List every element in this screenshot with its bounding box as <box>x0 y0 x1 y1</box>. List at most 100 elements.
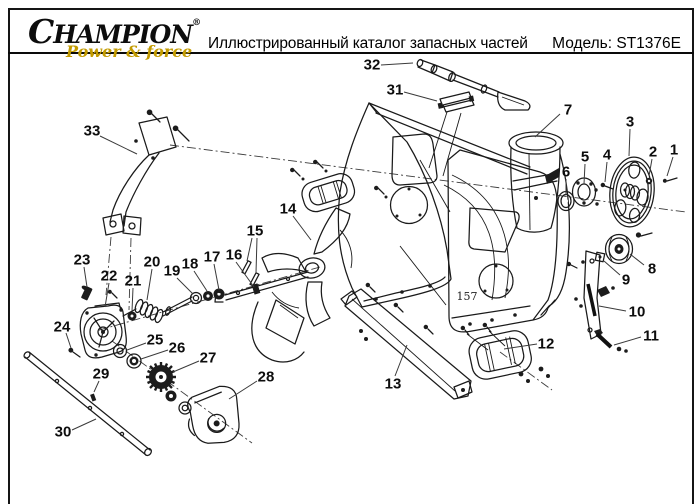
callout-13: 13 <box>385 376 402 393</box>
center-axes <box>95 144 687 444</box>
callout-23: 23 <box>74 252 91 269</box>
callout-14: 14 <box>280 201 297 218</box>
callout-27: 27 <box>200 350 217 367</box>
auger-shaft-parts <box>127 260 309 324</box>
callout-32: 32 <box>364 57 381 74</box>
bolt-1 <box>662 177 678 183</box>
callouts: 1234567891011121314151617181920212223242… <box>54 57 679 441</box>
bearing-flange-5 <box>571 177 599 207</box>
callout-24-leader <box>65 332 72 349</box>
callout-17-leader <box>213 263 220 291</box>
callout-5: 5 <box>581 149 589 166</box>
callout-15-leader <box>246 237 253 262</box>
bolt-4 <box>600 182 614 190</box>
registered-mark: ® <box>192 18 202 28</box>
callout-8-leader <box>629 253 645 266</box>
washer-2 <box>645 177 653 185</box>
callout-10-leader <box>598 305 627 312</box>
logo-initial: C <box>28 12 54 51</box>
bearing-housing-28 <box>187 385 240 444</box>
callout-25-leader <box>126 342 147 351</box>
callout-16-leader <box>235 261 255 288</box>
idler-assembly <box>566 232 653 353</box>
callout-19: 19 <box>164 263 181 280</box>
callout-15-leader-2 <box>255 237 258 274</box>
callout-9: 9 <box>622 272 630 289</box>
callout-18-leader <box>193 270 208 292</box>
callout-33-leader <box>99 135 138 155</box>
callout-28-leader <box>228 380 258 400</box>
chute-bracket-31 <box>428 91 475 177</box>
callout-12: 12 <box>538 336 555 353</box>
bushing-23 <box>81 285 93 301</box>
bolt-24 <box>68 347 81 358</box>
logo-wordmark: CHAMPION® <box>28 8 228 50</box>
callout-18: 18 <box>182 256 199 273</box>
auger-housing <box>337 102 570 333</box>
callout-4-leader <box>604 161 608 183</box>
logo-rest: HAMPION <box>53 20 193 49</box>
callout-25: 25 <box>147 332 164 349</box>
callout-14-leader <box>292 215 312 241</box>
callout-15: 15 <box>247 223 264 240</box>
callout-12-leader <box>503 343 538 350</box>
callout-13-leader <box>394 344 408 377</box>
callout-2-leader <box>648 158 653 177</box>
drive-pulley-3 <box>557 156 678 228</box>
champion-logo: CHAMPION® Power & force <box>28 8 228 61</box>
callout-22-leader <box>104 282 110 308</box>
callout-8: 8 <box>648 261 656 278</box>
callout-29: 29 <box>93 366 110 383</box>
model-label: Модель: ST1376E <box>552 35 681 52</box>
callout-20-leader <box>146 268 153 301</box>
callout-1: 1 <box>670 142 678 159</box>
callout-5-leader <box>583 163 586 185</box>
axle-shaft-30 <box>23 351 152 457</box>
callout-3-leader <box>628 128 631 157</box>
callout-10: 10 <box>629 304 646 321</box>
callout-30-leader <box>71 418 97 431</box>
callout-20: 20 <box>144 254 161 271</box>
callout-28: 28 <box>258 369 275 386</box>
gearbox-22 <box>68 285 137 359</box>
callout-7-leader <box>534 113 561 138</box>
housing-mark: 157 <box>457 290 478 303</box>
callout-30: 30 <box>55 424 72 441</box>
callout-21: 21 <box>125 273 142 290</box>
skid-shoe-12 <box>468 330 550 383</box>
callout-24: 24 <box>54 319 71 336</box>
callout-1-leader <box>666 156 674 177</box>
scraper-bar-13 <box>340 282 506 400</box>
callout-26-leader <box>140 349 169 360</box>
callout-31: 31 <box>387 82 404 99</box>
gear-train <box>112 343 240 444</box>
callout-11-leader <box>613 336 642 346</box>
callout-4: 4 <box>603 147 612 164</box>
callout-32-leader <box>380 62 414 66</box>
impeller-14 <box>251 207 353 363</box>
callout-7: 7 <box>564 102 572 119</box>
shear-pin-29 <box>90 393 97 402</box>
logo-tagline: Power & force <box>66 42 193 61</box>
left-skid-shoe <box>290 159 388 213</box>
callout-6: 6 <box>562 164 570 181</box>
callout-3: 3 <box>626 114 634 131</box>
chute-crank-rod-32 <box>416 58 531 111</box>
callout-9-leader <box>603 260 621 276</box>
catalog-title: Иллюстрированный каталог запасных частей <box>208 35 528 52</box>
callout-11: 11 <box>643 328 659 345</box>
callout-19-leader <box>176 277 194 295</box>
bolt-11 <box>594 329 628 353</box>
gear-27 <box>146 362 176 392</box>
callout-16: 16 <box>226 247 243 264</box>
header: CHAMPION® Power & force Иллюстрированный… <box>8 8 694 61</box>
callout-31-leader <box>403 91 438 102</box>
callout-2: 2 <box>649 144 657 161</box>
callout-17: 17 <box>204 249 221 266</box>
callout-29-leader <box>93 380 100 393</box>
support-bracket-33 <box>102 109 190 236</box>
idler-pulley-8 <box>604 232 653 265</box>
callout-23-leader <box>83 266 88 288</box>
